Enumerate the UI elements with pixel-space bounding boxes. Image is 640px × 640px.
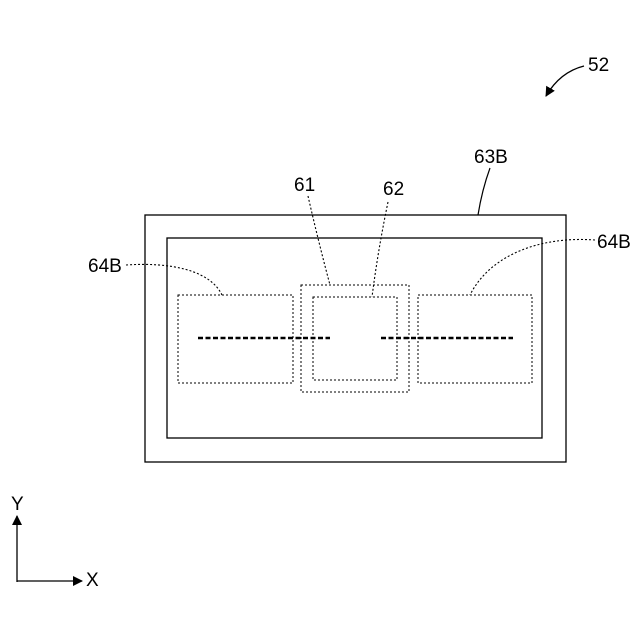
outer-box-label: 61	[294, 175, 315, 196]
right-region-leader	[470, 239, 595, 295]
outer-frame-label: 63B	[474, 147, 508, 168]
x-axis-label: X	[86, 570, 99, 591]
left-region-leader	[126, 264, 222, 295]
left-region-label: 64B	[88, 256, 122, 277]
outer-box-leader	[308, 196, 330, 285]
outer-frame-leader	[478, 168, 490, 215]
y-axis-label: Y	[11, 494, 24, 515]
inner-box-leader	[372, 202, 388, 297]
figure-ref-label: 52	[588, 55, 609, 76]
right-region-label: 64B	[597, 232, 631, 253]
inner-box-label: 62	[383, 179, 404, 200]
figure-ref-arrow	[546, 66, 584, 96]
